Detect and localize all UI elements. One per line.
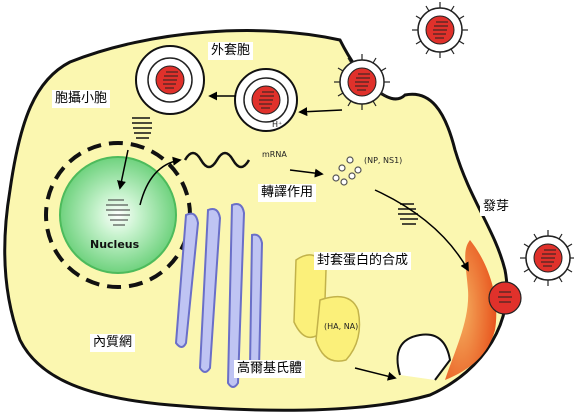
label-mrna: mRNA [262,150,287,159]
label-budding: 發芽 [480,198,513,216]
exosome-vesicle [135,45,205,115]
label-nucleus: Nucleus [90,238,140,251]
free-virion-top [411,1,469,59]
secretory-vesicle [396,333,452,381]
golgi-apparatus [293,254,361,362]
endosome-vesicle [234,68,298,132]
label-envelope-synthesis: 封套蛋白的合成 [314,252,412,270]
label-endosome: 胞攝小胞 [52,90,111,108]
label-h-plus: H⁺ [272,120,283,129]
np-ns1-proteins [332,156,362,186]
budding-virion [488,281,522,315]
flow-arrows [117,91,469,381]
free-virion-right [519,229,574,287]
label-golgi: 高爾基氏體 [234,360,306,378]
mrna-strand [183,151,251,169]
label-translation: 轉譯作用 [258,184,317,202]
budding-zone [445,240,497,380]
label-np-ns1: (NP, NS1) [364,156,403,165]
label-exosome: 外套胞 [208,42,254,60]
label-ha-na: (HA, NA) [324,322,359,331]
uncoating-fragment [132,117,152,139]
label-er: 內質網 [90,334,136,352]
endoplasmic-reticulum [174,203,264,388]
